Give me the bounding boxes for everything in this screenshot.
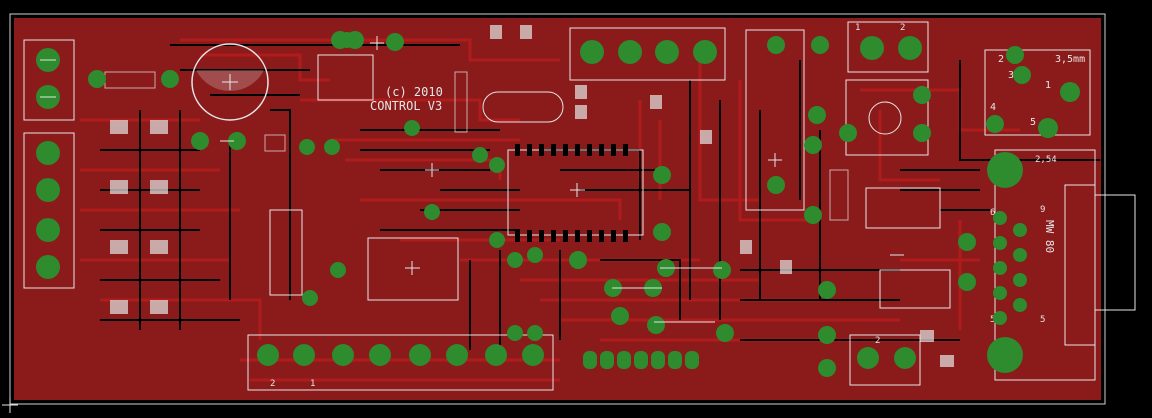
svg-text:5: 5 xyxy=(1040,315,1045,325)
svg-text:2: 2 xyxy=(900,23,905,33)
terminal-pads-top[interactable] xyxy=(580,36,922,64)
svg-text:9: 9 xyxy=(1040,205,1045,215)
origin-marker xyxy=(2,397,18,413)
electrolytic-capacitor xyxy=(191,43,269,121)
svg-text:2,54: 2,54 xyxy=(1035,155,1057,165)
product-name-text: CONTROL V3 xyxy=(370,99,442,113)
relay-outline xyxy=(745,29,805,211)
terminal-pads-bottom[interactable] xyxy=(257,344,916,369)
voltage-regulator xyxy=(317,54,374,101)
crystal-oscillator xyxy=(482,91,564,123)
board-outline xyxy=(9,13,1106,405)
ic-right-lower xyxy=(879,269,951,309)
smd-components xyxy=(104,25,954,367)
svg-text:1: 1 xyxy=(310,379,315,389)
svg-text:6: 6 xyxy=(990,208,995,218)
svg-text:1: 1 xyxy=(855,23,860,33)
db9-pads[interactable] xyxy=(987,152,1027,373)
terminal-blocks-bottom xyxy=(247,334,921,391)
svg-text:2: 2 xyxy=(270,379,275,389)
jack-pads[interactable] xyxy=(986,46,1080,138)
svg-text:2: 2 xyxy=(875,336,880,346)
svg-text:2: 2 xyxy=(998,54,1004,65)
svg-text:5: 5 xyxy=(990,315,995,325)
svg-text:MW 80: MW 80 xyxy=(1043,220,1056,253)
dip-ic-left xyxy=(269,209,303,296)
terminal-blocks-left xyxy=(23,39,75,289)
pin-header[interactable] xyxy=(583,351,699,369)
copyright-text: (c) 2010 xyxy=(385,85,443,99)
svg-text:1: 1 xyxy=(1045,80,1051,91)
terminal-blocks-top xyxy=(569,21,929,81)
svg-text:3,5mm: 3,5mm xyxy=(1055,54,1085,65)
svg-text:5: 5 xyxy=(1030,117,1036,128)
mcu-pins xyxy=(515,144,628,242)
driver-ic xyxy=(367,237,459,301)
ic-right-upper xyxy=(865,187,941,229)
terminal-pin-labels: 2 1 2 1 2 xyxy=(270,23,905,389)
via-crosses xyxy=(220,36,904,323)
db9-connector: 2,54 MW 80 9 5 6 5 xyxy=(990,149,1136,381)
svg-text:3: 3 xyxy=(1008,70,1014,81)
audio-jack: 3,5mm 2 3 4 5 1 xyxy=(984,49,1091,136)
svg-text:4: 4 xyxy=(990,102,996,113)
terminal-pads-left[interactable] xyxy=(36,48,60,279)
potentiometer xyxy=(845,79,929,156)
